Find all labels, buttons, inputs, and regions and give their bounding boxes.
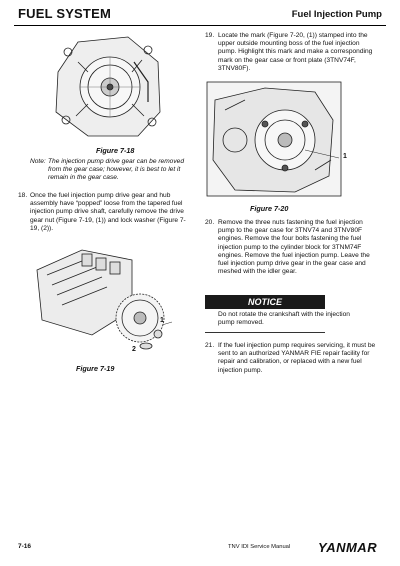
brand-logo: YANMAR bbox=[318, 540, 378, 555]
figure-7-18-illustration bbox=[48, 32, 166, 140]
figure-7-19-illustration bbox=[22, 240, 190, 358]
section-title: FUEL SYSTEM bbox=[18, 6, 111, 21]
notice-banner: NOTICE bbox=[205, 295, 325, 309]
step-21-number: 21. bbox=[205, 342, 215, 349]
page-number: 7-16 bbox=[18, 543, 32, 550]
note-text: The injection pump drive gear can be rem… bbox=[48, 158, 184, 182]
notice-text: Do not rotate the crankshaft with the in… bbox=[218, 311, 350, 327]
header-divider bbox=[14, 25, 386, 26]
figure-7-20-callout-1: 1 bbox=[343, 153, 347, 160]
step-21-text: If the fuel injection pump requires serv… bbox=[218, 342, 376, 374]
step-18-text: Once the fuel injection pump drive gear … bbox=[30, 192, 186, 232]
step-19-number: 19. bbox=[205, 32, 215, 39]
step-18-number: 18. bbox=[18, 192, 28, 199]
figure-7-19-caption: Figure 7-19 bbox=[76, 364, 115, 373]
note-label: Note: bbox=[30, 158, 46, 165]
step-19-text: Locate the mark (Figure 7-20, (1)) stamp… bbox=[218, 32, 373, 72]
figure-7-19-callout-1: 1 bbox=[160, 317, 164, 324]
figure-7-18-caption: Figure 7-18 bbox=[96, 146, 135, 155]
notice-divider bbox=[205, 332, 325, 333]
topic-title: Fuel Injection Pump bbox=[291, 9, 382, 20]
figure-7-20-caption: Figure 7-20 bbox=[250, 204, 289, 213]
figure-7-19-callout-2: 2 bbox=[132, 346, 136, 353]
manual-title: TNV IDI Service Manual bbox=[228, 544, 291, 550]
figure-7-20-illustration bbox=[205, 80, 343, 198]
step-20-number: 20. bbox=[205, 219, 215, 226]
step-20-text: Remove the three nuts fastening the fuel… bbox=[218, 219, 370, 276]
